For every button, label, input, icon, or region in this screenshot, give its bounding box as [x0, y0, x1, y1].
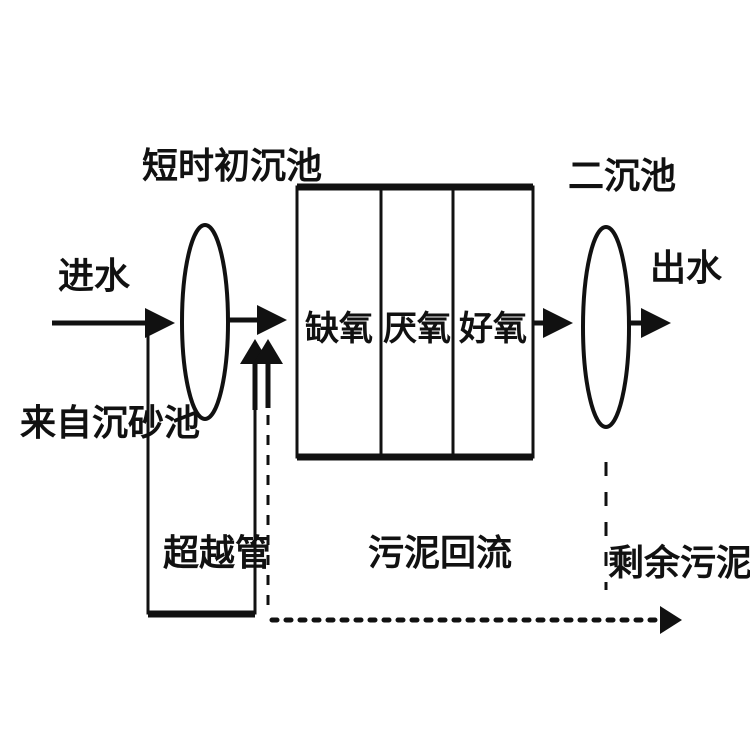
secondary-clarifier	[581, 225, 631, 429]
from-grit-chamber-label: 来自沉砂池	[20, 402, 200, 444]
primary-clarifier-label: 短时初沉池	[142, 145, 322, 187]
excess-sludge-label: 剩余污泥	[608, 542, 750, 584]
zone-anoxic: 缺氧	[305, 309, 373, 349]
primary-clarifier	[180, 223, 230, 421]
zone-aerobic: 好氧	[458, 309, 527, 349]
bypass-pipe-label: 超越管	[163, 532, 271, 574]
zone-anaerobic: 厌氧	[383, 309, 451, 349]
sludge-return-label: 污泥回流	[368, 532, 512, 574]
outlet-label: 出水	[650, 247, 723, 289]
secondary-clarifier-label: 二沉池	[568, 155, 676, 197]
inlet-label: 进水	[58, 255, 131, 297]
sludge-dotted-arrowhead	[660, 606, 682, 634]
